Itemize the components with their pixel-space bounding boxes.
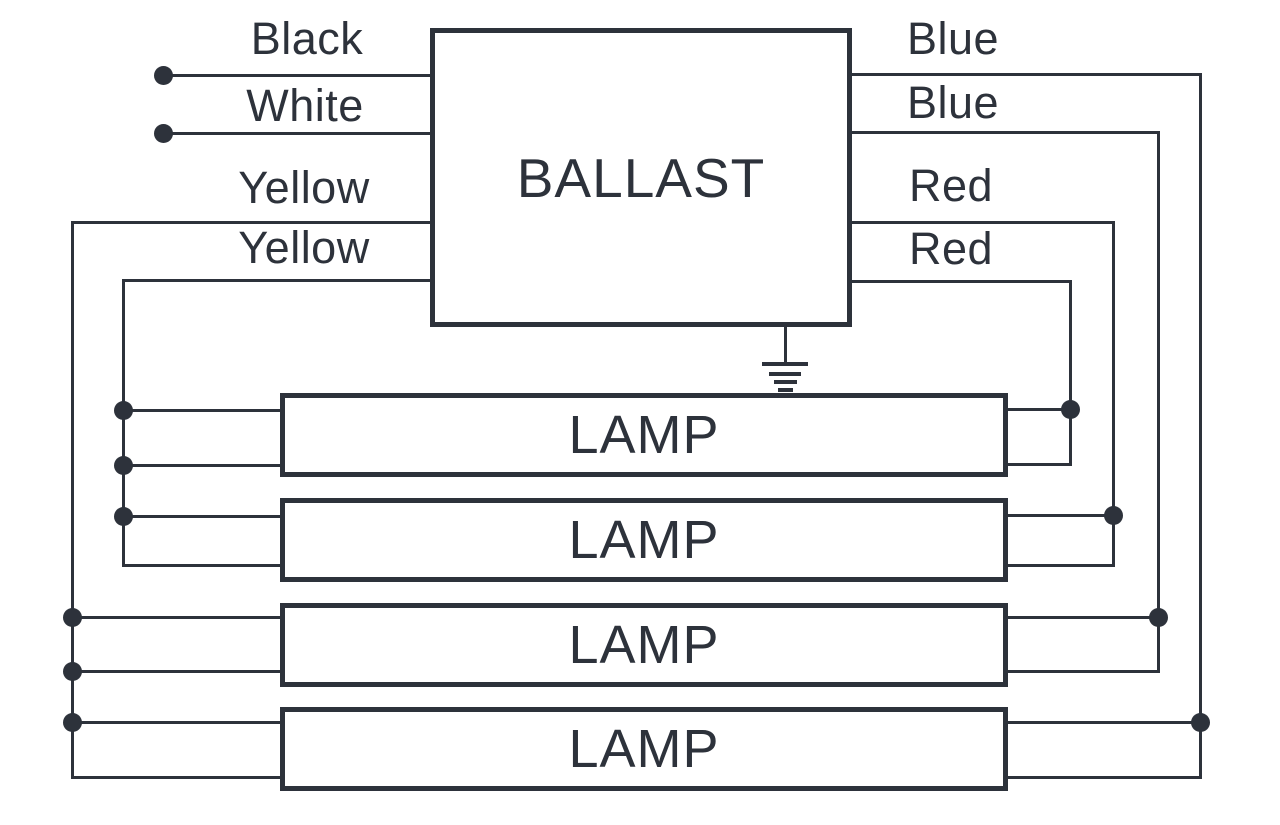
lamp-box-3: LAMP (280, 603, 1008, 687)
yellow-1-wire-bottom (70, 775, 280, 779)
junction-dot-lamp4-right-top (1190, 712, 1210, 732)
blue-1-wire-bottom (1008, 775, 1202, 779)
blue-2-wire-top (852, 130, 1160, 134)
junction-dot-lamp3-left-bottom (62, 661, 82, 681)
wire-label-red-2: Red (908, 223, 994, 274)
lamp-box-2: LAMP (280, 498, 1008, 582)
blue-1-wire-vertical (1198, 72, 1202, 779)
lamp-1-label: LAMP (568, 405, 720, 465)
black-wire-end-dot (153, 65, 173, 85)
lamp1-right-top-pin-wire (1008, 407, 1070, 411)
wire-label-yellow-2: Yellow (238, 222, 370, 273)
yellow-1-wire-top (70, 220, 430, 224)
ground-bar-2 (769, 372, 801, 376)
blue-2-wire-vertical (1156, 130, 1160, 673)
yellow-2-wire-top (121, 278, 430, 282)
wire-label-blue-1: Blue (906, 13, 1000, 64)
wire-label-black: Black (250, 13, 364, 64)
ground-bar-3 (773, 380, 797, 384)
yellow-1-wire-vertical (70, 220, 74, 779)
black-wire (163, 73, 430, 77)
ballast-label: BALLAST (516, 146, 766, 209)
red-1-wire-vertical (1111, 220, 1115, 567)
junction-dot-lamp2-left-top (113, 506, 133, 526)
ground-bar-4 (777, 388, 793, 392)
lamp4-right-top-pin-wire (1008, 720, 1200, 724)
white-wire (163, 131, 430, 135)
lamp-box-4: LAMP (280, 707, 1008, 791)
lamp-4-label: LAMP (568, 719, 720, 779)
ground-stem (783, 327, 787, 364)
junction-dot-lamp1-left-bottom (113, 455, 133, 475)
red-2-wire-bottom (1008, 462, 1072, 466)
wire-label-blue-2: Blue (906, 77, 1000, 128)
lamp2-right-top-pin-wire (1008, 513, 1113, 517)
junction-dot-lamp1-right-top (1060, 399, 1080, 419)
lamp-box-1: LAMP (280, 393, 1008, 477)
wire-label-yellow-1: Yellow (238, 162, 370, 213)
white-wire-end-dot (153, 123, 173, 143)
lamp-3-label: LAMP (568, 615, 720, 675)
red-2-wire-vertical (1068, 279, 1072, 466)
blue-1-wire-top (852, 72, 1202, 76)
red-1-wire-top (852, 220, 1115, 224)
wire-label-red-1: Red (908, 160, 994, 211)
yellow-2-wire-bottom (121, 563, 280, 567)
ground-bar-1 (762, 362, 808, 366)
junction-dot-lamp1-left-top (113, 400, 133, 420)
lamp1-left-bottom-pin-wire (123, 463, 280, 467)
wire-label-white: White (246, 80, 364, 131)
lamp3-left-top-pin-wire (72, 615, 280, 619)
blue-2-wire-bottom (1008, 669, 1160, 673)
lamp3-right-top-pin-wire (1008, 615, 1158, 619)
lamp2-left-top-pin-wire (123, 514, 280, 518)
junction-dot-lamp3-left-top (62, 607, 82, 627)
lamp1-left-top-pin-wire (123, 408, 280, 412)
lamp3-left-bottom-pin-wire (72, 669, 280, 673)
yellow-2-wire-vertical (121, 278, 125, 567)
red-2-wire-top (852, 279, 1072, 283)
lamp4-left-top-pin-wire (72, 720, 280, 724)
junction-dot-lamp2-right-top (1103, 505, 1123, 525)
junction-dot-lamp4-left-top (62, 712, 82, 732)
junction-dot-lamp3-right-top (1148, 607, 1168, 627)
ballast-box: BALLAST (430, 28, 852, 327)
lamp-2-label: LAMP (568, 510, 720, 570)
red-1-wire-bottom (1008, 563, 1115, 567)
